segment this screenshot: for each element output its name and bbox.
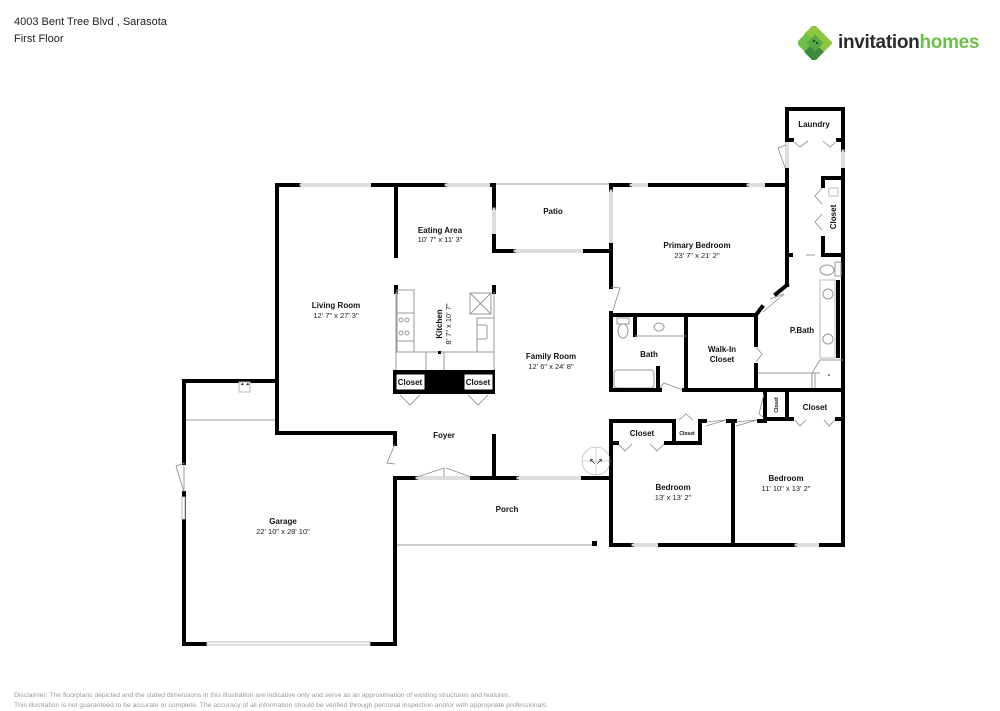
floor-label: First Floor <box>14 33 64 45</box>
hall-right-closet-label: Closet <box>803 403 828 412</box>
disclaimer: Disclaimer: The floorplans depicted and … <box>14 691 548 711</box>
living-room-label: Living Room <box>312 301 360 310</box>
family-foyer-porch: ↖↗ <box>393 434 619 562</box>
bedroom1-closet-label: Closet <box>630 429 655 438</box>
kitchen-dims: 8' 7" x 10' 7" <box>444 303 453 344</box>
disclaimer-line-2: This illustration is not guaranteed to b… <box>14 702 549 709</box>
bedroom-1-label: Bedroom <box>655 483 690 492</box>
plan-header: 4003 Bent Tree Blvd , Sarasota First Flo… <box>14 14 167 48</box>
bedroom1-small-closet-label: Closet <box>679 431 695 437</box>
primary-bedroom-walls <box>609 183 790 392</box>
laundry-label: Laundry <box>798 120 830 129</box>
brand-logo: invitationhomes <box>798 26 980 60</box>
patio-label: Patio <box>543 207 563 216</box>
primary-bedroom-label: Primary Bedroom <box>663 241 730 250</box>
eating-area-label: Eating Area <box>418 226 463 235</box>
primary-bedroom-dims: 23' 7" x 21' 2" <box>674 251 720 260</box>
kitchen-label: Kitchen <box>435 309 444 338</box>
bath-label: Bath <box>640 350 658 359</box>
svg-text:✦ ✦: ✦ ✦ <box>240 382 250 388</box>
bedroom-2-dims: 11' 10" x 13' 2" <box>762 484 811 493</box>
foyer-label: Foyer <box>433 431 455 440</box>
hall-small-closet-label: Closet <box>774 397 780 413</box>
garage-dims: 22' 10" x 28' 10" <box>256 527 310 536</box>
p-bath-label: P.Bath <box>790 326 814 335</box>
kitchen-closet-left-label: Closet <box>398 378 423 387</box>
family-room-dims: 12' 6" x 24' 8" <box>528 362 574 371</box>
room-labels: Laundry Eating Area 10' 7" x 11' 3" Pati… <box>256 120 830 536</box>
hall-closets <box>758 388 845 547</box>
living-room-dims: 12' 7" x 27' 3" <box>313 311 359 320</box>
closet-labels: Closet Closet Closet Closet Closet Close… <box>395 204 838 438</box>
patio-area <box>490 183 613 253</box>
family-room-label: Family Room <box>526 352 576 361</box>
garage-label: Garage <box>269 517 297 526</box>
laundry-area <box>777 107 845 257</box>
walk-in-closet-label-line1: Walk-In <box>708 345 736 354</box>
laundry-side-closet-label: Closet <box>829 204 838 229</box>
eating-area-dims: 10' 7" x 11' 3" <box>418 235 463 244</box>
living-room-walls <box>275 183 496 435</box>
walk-in-closet-label-line2: Closet <box>710 355 735 364</box>
disclaimer-line-1: Disclaimer: The floorplans depicted and … <box>14 692 511 699</box>
kitchen-closet-right-label: Closet <box>466 378 491 387</box>
primary-bath-area <box>756 253 845 392</box>
garage-area: ✦ ✦ <box>175 379 397 646</box>
bath-walkin-area <box>609 313 845 392</box>
invitation-homes-logo-icon <box>798 26 832 60</box>
logo-wordmark: invitationhomes <box>838 32 980 53</box>
bedroom-1-dims: 13' x 13' 2" <box>655 493 692 502</box>
property-address: 4003 Bent Tree Blvd , Sarasota <box>14 16 167 28</box>
bedroom-2-label: Bedroom <box>768 474 803 483</box>
porch-label: Porch <box>496 505 519 514</box>
svg-text:↖↗: ↖↗ <box>589 457 602 466</box>
